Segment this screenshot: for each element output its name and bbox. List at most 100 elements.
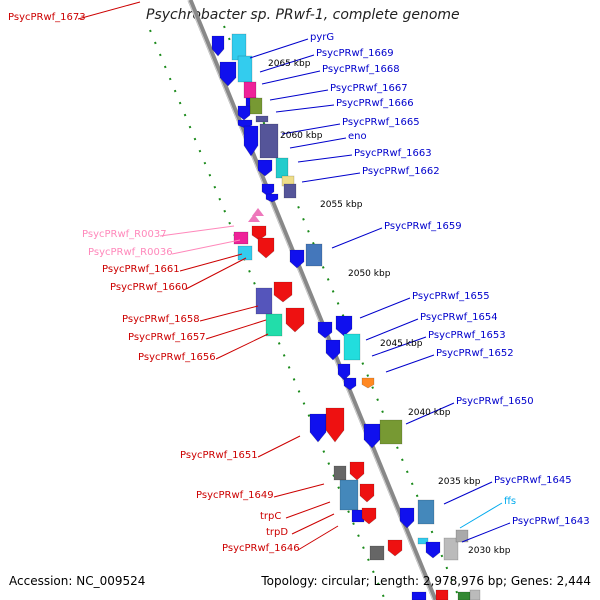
gene-label-ffs[interactable]: ffs <box>504 496 517 507</box>
gene-label-psycprwf-1659[interactable]: PsycPRwf_1659 <box>384 221 462 232</box>
trna-mark-0 <box>248 214 260 222</box>
gene-label-psycprwf-1656[interactable]: PsycPRwf_1656 <box>138 352 216 363</box>
gene-features <box>211 33 481 600</box>
leader-line-1 <box>249 38 309 59</box>
gene-feature-12 <box>257 159 273 177</box>
gene-feature-35 <box>309 413 327 443</box>
gene-label-psycprwf-1650[interactable]: PsycPRwf_1650 <box>456 396 534 407</box>
gene-feature-32 <box>337 363 351 381</box>
leader-line-28 <box>461 522 511 543</box>
gene-label-psycprwf-1666[interactable]: PsycPRwf_1666 <box>336 98 414 109</box>
leader-line-11 <box>159 225 235 237</box>
genome-summary-text: Topology: circular; Length: 2,978,976 bp… <box>261 574 591 588</box>
gene-label-psycprwf-1646[interactable]: PsycPRwf_1646 <box>222 543 300 554</box>
gene-label-psycprwf-1662[interactable]: PsycPRwf_1662 <box>362 166 440 177</box>
gene-feature-0 <box>211 35 225 57</box>
gene-label-psycprwf-1661[interactable]: PsycPRwf_1661 <box>102 264 180 275</box>
gene-label-psycprwf-r0037[interactable]: PsycPRwf_R0037 <box>82 229 167 240</box>
gene-label-psycprwf-1645[interactable]: PsycPRwf_1645 <box>494 475 572 486</box>
gene-label-eno[interactable]: eno <box>348 131 367 142</box>
gene-feature-56 <box>469 589 481 600</box>
gene-feature-19 <box>305 243 323 267</box>
kbp-tick-label: 2050 kbp <box>348 269 391 279</box>
gene-label-psycprwf-1649[interactable]: PsycPRwf_1649 <box>196 490 274 501</box>
gene-feature-16 <box>261 183 275 197</box>
kbp-tick-label: 2055 kbp <box>320 200 363 210</box>
gene-label-psycprwf-1652[interactable]: PsycPRwf_1652 <box>436 348 514 359</box>
gene-feature-27 <box>285 307 305 333</box>
leader-line-16 <box>365 318 419 341</box>
gene-label-psycprwf-1673[interactable]: PsycPRwf_1673 <box>8 12 86 23</box>
gene-label-psycprwf-1669[interactable]: PsycPRwf_1669 <box>316 48 394 59</box>
gene-feature-49 <box>443 537 459 561</box>
leader-line-12 <box>171 239 241 255</box>
gene-feature-44 <box>361 507 377 525</box>
gene-feature-20 <box>233 231 249 245</box>
leader-line-23 <box>257 435 301 458</box>
gene-feature-6 <box>249 97 263 115</box>
kbp-tick-label: 2040 kbp <box>408 408 451 418</box>
leader-line-22 <box>405 402 455 425</box>
gene-label-psycprwf-1665[interactable]: PsycPRwf_1665 <box>342 117 420 128</box>
gene-label-psycprwf-1643[interactable]: PsycPRwf_1643 <box>512 516 590 527</box>
gene-feature-48 <box>425 541 441 559</box>
gene-label-psycprwf-1653[interactable]: PsycPRwf_1653 <box>428 330 506 341</box>
backbone-highlight <box>187 0 434 600</box>
gene-label-psycprwf-1655[interactable]: PsycPRwf_1655 <box>412 291 490 302</box>
gene-feature-4 <box>243 81 257 99</box>
gene-feature-3 <box>237 55 253 83</box>
gene-label-psycprwf-1660[interactable]: PsycPRwf_1660 <box>110 282 188 293</box>
gene-label-psycprwf-1654[interactable]: PsycPRwf_1654 <box>420 312 498 323</box>
gene-feature-47 <box>417 537 429 545</box>
leader-line-10 <box>331 227 383 249</box>
gene-label-trpd[interactable]: trpD <box>266 527 289 538</box>
gene-label-psycprwf-1668[interactable]: PsycPRwf_1668 <box>322 64 400 75</box>
leader-line-29 <box>291 513 335 535</box>
genome-backbone <box>187 0 438 600</box>
gene-feature-7 <box>237 105 251 121</box>
kbp-tick-label: 2060 kbp <box>280 131 323 141</box>
gene-feature-17 <box>265 193 279 203</box>
leader-line-8 <box>297 154 353 163</box>
gene-feature-15 <box>283 183 297 199</box>
gene-label-psycprwf-r0036[interactable]: PsycPRwf_R0036 <box>88 247 173 258</box>
gene-feature-53 <box>411 591 427 600</box>
leader-line-21 <box>215 333 269 360</box>
gene-feature-28 <box>317 321 333 339</box>
gene-feature-31 <box>343 333 361 361</box>
gene-label-pyrg[interactable]: pyrG <box>310 32 335 43</box>
leader-line-7 <box>289 137 347 149</box>
leader-line-15 <box>359 297 411 319</box>
gene-feature-10 <box>243 125 259 157</box>
leader-line-4 <box>269 89 329 101</box>
trna-mark-1 <box>252 208 264 216</box>
gene-feature-29 <box>335 315 353 337</box>
gene-feature-46 <box>417 499 435 525</box>
leader-line-26 <box>459 502 503 529</box>
gene-feature-18 <box>289 249 305 269</box>
leader-line-13 <box>179 253 243 272</box>
gene-feature-2 <box>219 61 237 87</box>
gene-feature-54 <box>435 589 449 600</box>
gene-label-psycprwf-1657[interactable]: PsycPRwf_1657 <box>128 332 206 343</box>
gene-feature-36 <box>325 407 345 443</box>
gene-feature-33 <box>343 377 357 391</box>
gene-feature-34 <box>361 377 375 389</box>
gene-feature-11 <box>259 123 279 159</box>
gene-label-psycprwf-1663[interactable]: PsycPRwf_1663 <box>354 148 432 159</box>
leader-line-5 <box>275 104 335 113</box>
gene-feature-51 <box>369 545 385 561</box>
kbp-tick-label: 2035 kbp <box>438 477 481 487</box>
gene-feature-37 <box>363 423 381 449</box>
kbp-tick-label: 2065 kbp <box>268 59 311 69</box>
gene-label-trpc[interactable]: trpC <box>260 511 282 522</box>
gene-feature-41 <box>339 479 359 511</box>
gene-feature-55 <box>457 591 471 600</box>
gene-label-psycprwf-1667[interactable]: PsycPRwf_1667 <box>330 83 408 94</box>
leader-line-18 <box>385 354 435 373</box>
gene-label-psycprwf-1658[interactable]: PsycPRwf_1658 <box>122 314 200 325</box>
gene-feature-21 <box>251 225 267 241</box>
leader-line-0 <box>77 1 141 20</box>
gene-label-psycprwf-1651[interactable]: PsycPRwf_1651 <box>180 450 258 461</box>
